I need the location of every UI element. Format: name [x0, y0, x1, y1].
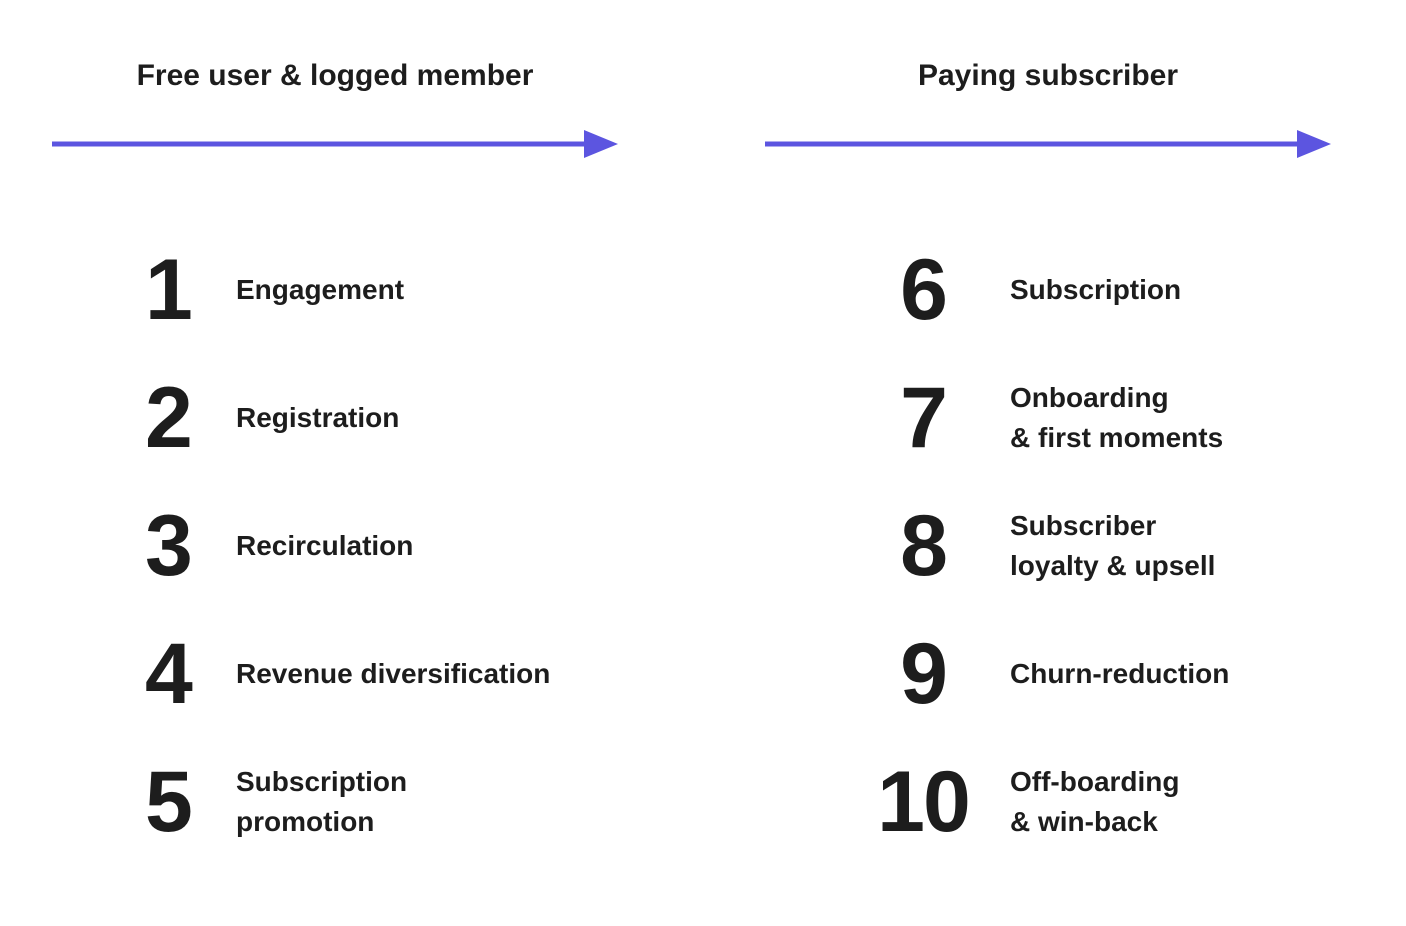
step-label: Off-boarding & win-back [1010, 762, 1180, 842]
funnel-step: 3 Recirculation [52, 482, 618, 610]
step-label-line: Onboarding [1010, 382, 1169, 413]
step-number: 10 [877, 754, 971, 850]
step-label-line: Engagement [236, 274, 405, 305]
step-label: Churn-reduction [1010, 654, 1229, 694]
step-number: 6 [900, 242, 948, 338]
funnel-step: 8 Subscriber loyalty & upsell [765, 482, 1331, 610]
step-number: 1 [145, 242, 193, 338]
step-list: 6 Subscription 7 Onboarding & first mome… [765, 226, 1331, 866]
column-paying-subscriber: Paying subscriber 6 Subscription 7 Onboa… [765, 0, 1331, 926]
step-label: Subscription promotion [236, 762, 407, 842]
arrow-right-icon [765, 130, 1331, 158]
step-label: Onboarding & first moments [1010, 378, 1223, 458]
step-number: 5 [145, 754, 193, 850]
funnel-step: 10 Off-boarding & win-back [765, 738, 1331, 866]
funnel-step: 2 Registration [52, 354, 618, 482]
step-label-line: Subscription [1010, 274, 1182, 305]
funnel-step: 6 Subscription [765, 226, 1331, 354]
step-label-line: Subscriber [1010, 510, 1157, 541]
step-label: Subscription [1010, 270, 1181, 310]
step-label-line: Revenue diversification [236, 658, 551, 689]
step-label-line: & first moments [1010, 422, 1224, 453]
step-label-line: Registration [236, 402, 400, 433]
step-label-line: Subscription [236, 766, 408, 797]
arrow-right-icon [52, 130, 618, 158]
step-label-line: Off-boarding [1010, 766, 1180, 797]
step-number: 3 [145, 498, 193, 594]
step-label-line: Recirculation [236, 530, 414, 561]
column-free-user: Free user & logged member 1 Engagement 2… [52, 0, 618, 926]
step-number: 4 [145, 626, 193, 722]
step-label-line: promotion [236, 806, 375, 837]
step-label-line: loyalty & upsell [1010, 550, 1216, 581]
funnel-step: 1 Engagement [52, 226, 618, 354]
step-label-line: & win-back [1010, 806, 1158, 837]
step-label: Subscriber loyalty & upsell [1010, 506, 1215, 586]
column-header: Free user & logged member [136, 59, 534, 92]
step-number: 8 [900, 498, 948, 594]
funnel-step: 4 Revenue diversification [52, 610, 618, 738]
step-label: Engagement [236, 270, 404, 310]
step-number: 9 [900, 626, 948, 722]
step-label: Registration [236, 398, 399, 438]
step-list: 1 Engagement 2 Registration 3 Recirculat… [52, 226, 618, 866]
step-label: Recirculation [236, 526, 413, 566]
step-label-line: Churn-reduction [1010, 658, 1230, 689]
funnel-step: 7 Onboarding & first moments [765, 354, 1331, 482]
arrow-head [1297, 130, 1331, 158]
funnel-step: 9 Churn-reduction [765, 610, 1331, 738]
step-label: Revenue diversification [236, 654, 550, 694]
step-number: 2 [145, 370, 193, 466]
arrow-head [584, 130, 618, 158]
funnel-step: 5 Subscription promotion [52, 738, 618, 866]
column-header: Paying subscriber [917, 59, 1179, 92]
step-number: 7 [900, 370, 948, 466]
